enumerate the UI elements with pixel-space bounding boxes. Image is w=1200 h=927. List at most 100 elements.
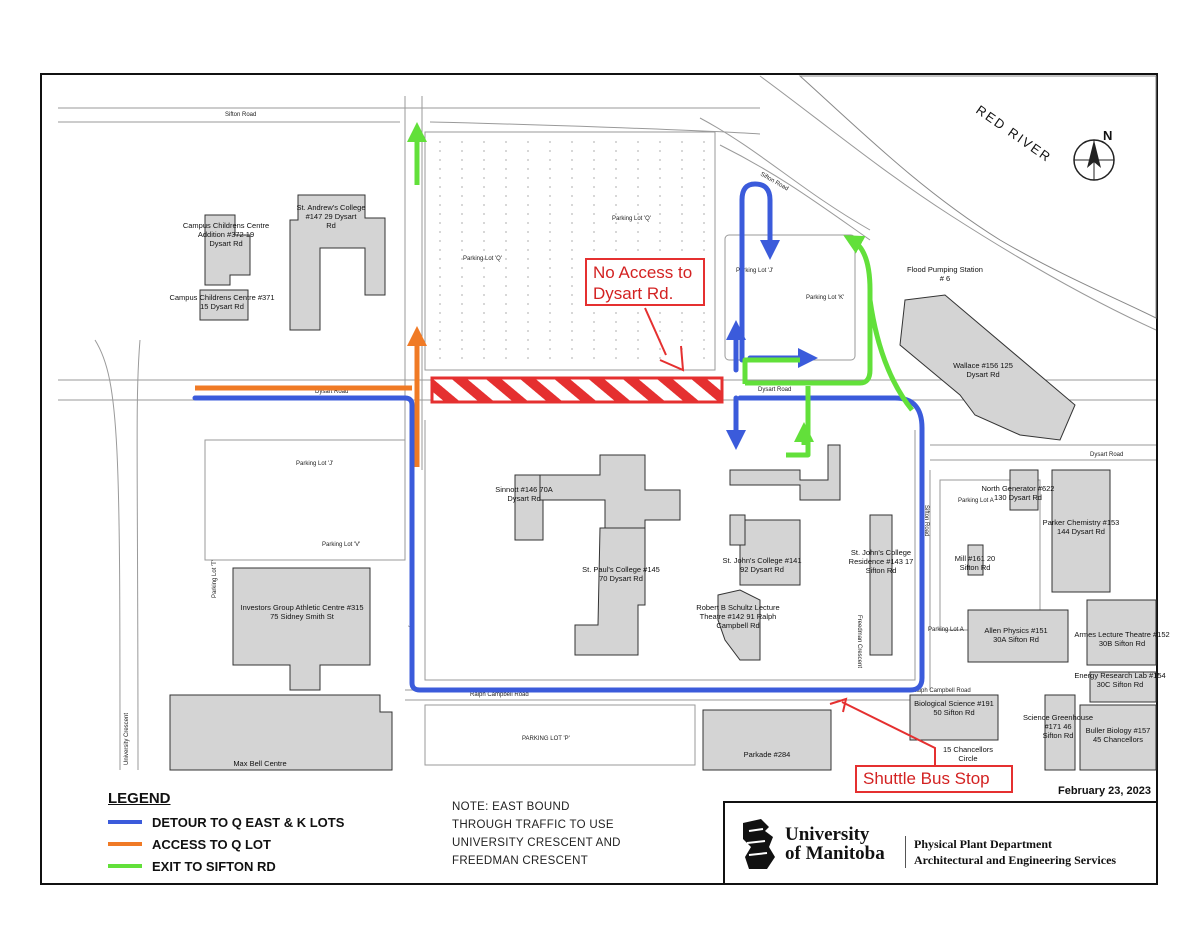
parking-stall-mark [549,213,551,215]
parking-stall-mark [483,222,485,224]
parking-stall-mark [681,159,683,161]
parking-stall-mark [637,240,639,242]
parking-stall-mark [703,222,705,224]
no-access-barrier [430,376,724,404]
parking-stall-mark [659,249,661,251]
parking-stall-mark [615,249,617,251]
parking-stall-mark [659,141,661,143]
parking-stall-mark [505,204,507,206]
parking-stall-mark [527,240,529,242]
parking-stall-mark [637,249,639,251]
parking-stall-mark [549,312,551,314]
lot-label: Parking Lot 'J' [736,268,773,274]
parking-stall-mark [681,222,683,224]
parking-stall-mark [483,312,485,314]
parking-stall-mark [461,303,463,305]
parking-stall-mark [461,159,463,161]
parking-stall-mark [703,348,705,350]
parking-stall-mark [593,186,595,188]
parking-stall-mark [571,159,573,161]
parking-stall-mark [615,213,617,215]
department-name: Physical Plant Department Architectural … [905,836,1116,868]
parking-stall-mark [593,312,595,314]
parking-stall-mark [483,150,485,152]
parking-stall-mark [659,213,661,215]
parking-stall-mark [615,168,617,170]
parking-stall-mark [593,150,595,152]
parking-stall-mark [483,141,485,143]
parking-stall-mark [549,321,551,323]
parking-stall-mark [461,240,463,242]
parking-stall-mark [659,240,661,242]
road-label: Sifton Road [923,505,929,536]
parking-stall-mark [681,168,683,170]
parking-stall-mark [549,294,551,296]
parking-stall-mark [461,231,463,233]
parking-stall-mark [505,195,507,197]
parking-stall-mark [527,168,529,170]
parking-stall-mark [439,348,441,350]
parking-stall-mark [439,186,441,188]
parking-stall-mark [659,357,661,359]
parking-stall-mark [681,186,683,188]
parking-stall-mark [615,357,617,359]
parking-stall-mark [505,150,507,152]
dept-line1: Physical Plant Department [914,837,1052,851]
parking-stall-mark [483,177,485,179]
parking-stall-mark [549,249,551,251]
parking-stall-mark [571,321,573,323]
parking-stall-mark [637,348,639,350]
lot-label: Parking Lot 'T' [212,560,218,598]
parking-stall-mark [571,249,573,251]
callout-leaders [644,307,936,765]
parking-stall-mark [461,276,463,278]
parking-stall-mark [527,276,529,278]
parking-stall-mark [615,177,617,179]
lot-label: Parking Lot A [928,627,964,633]
parking-stall-mark [439,240,441,242]
parking-stall-mark [483,168,485,170]
parking-stall-mark [593,222,595,224]
no-access-callout: No Access to Dysart Rd. [585,258,705,306]
parking-stall-mark [549,348,551,350]
parking-stall-mark [461,150,463,152]
road-label: Ralph Campbell Road [470,692,529,698]
traffic-note: NOTE: EAST BOUND THROUGH TRAFFIC TO USE … [452,798,702,870]
parking-stall-mark [483,267,485,269]
parking-stall-mark [681,339,683,341]
parking-stall-mark [461,339,463,341]
parking-stall-mark [549,222,551,224]
parking-stall-mark [505,339,507,341]
parking-stall-mark [615,222,617,224]
parking-stall-mark [439,312,441,314]
title-block: University of Manitoba Physical Plant De… [723,801,1158,885]
parking-stall-mark [593,231,595,233]
parking-stall-mark [527,186,529,188]
parking-stall-mark [461,204,463,206]
parking-stall-mark [505,141,507,143]
parking-stall-mark [659,150,661,152]
parking-stall-mark [527,330,529,332]
parking-stall-mark [593,357,595,359]
lot-label: Parking Lot 'V' [322,542,360,548]
road-label: Ralph Campbell Road [912,688,971,694]
parking-stall-mark [527,312,529,314]
parking-stall-mark [527,348,529,350]
parking-stall-mark [461,249,463,251]
parking-stall-mark [505,348,507,350]
parking-stall-mark [615,312,617,314]
parking-stall-mark [593,168,595,170]
parking-stall-mark [681,231,683,233]
parking-stall-mark [659,168,661,170]
parking-stall-mark [637,204,639,206]
